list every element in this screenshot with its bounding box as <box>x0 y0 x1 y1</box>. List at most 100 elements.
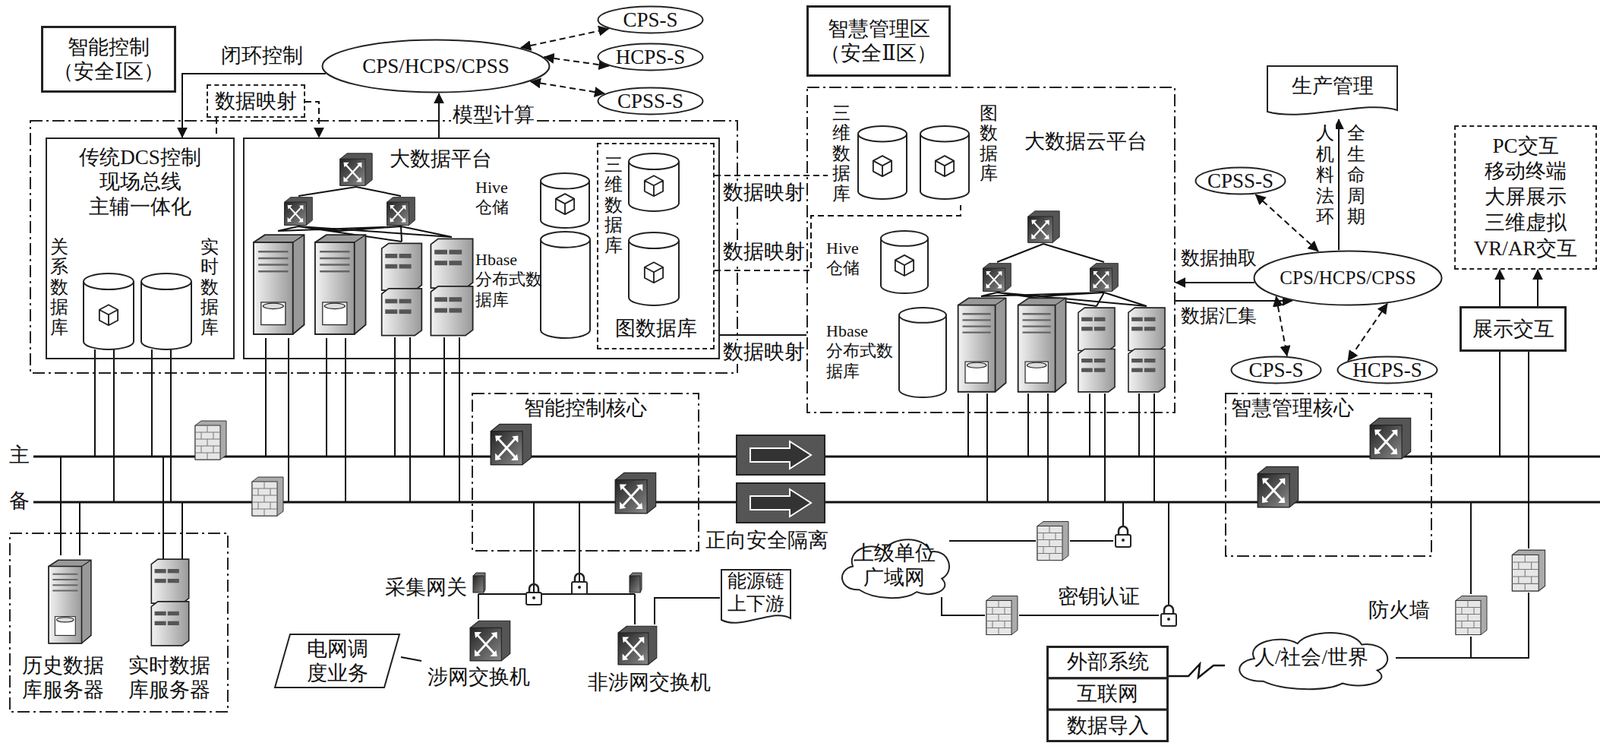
node-label: Hive 仓储 <box>826 238 877 279</box>
drawing-part <box>1028 211 1060 243</box>
node-label: 外部系统 <box>1047 649 1168 674</box>
cylinder-top <box>540 173 590 189</box>
connector <box>719 334 807 336</box>
drawing-part <box>571 573 587 594</box>
core-region: 智能控制核心 <box>471 392 700 552</box>
node-label: 电网调度业务 <box>302 636 372 686</box>
node-label: 能源链上下游 <box>724 569 789 616</box>
node-label: CPS/HCPS/CPSS <box>322 53 550 79</box>
node-label: 历史数据库服务器 <box>20 653 106 703</box>
database-cylinder: Hive 仓储 <box>826 227 933 304</box>
cube-icon <box>644 175 663 196</box>
connector <box>182 73 326 138</box>
edge-label: 数据映射 <box>721 340 807 364</box>
node-label: CPS-S <box>598 7 703 32</box>
cylinder-top <box>858 126 907 142</box>
drawing-part <box>387 197 416 226</box>
drawing-part <box>736 482 825 523</box>
edge-label: 人机料法环 <box>1314 123 1336 228</box>
connector <box>714 174 828 177</box>
drawing-part <box>941 501 1169 616</box>
cube-icon <box>99 304 118 326</box>
node-label: PC交互 移动终端 大屏展示 三维虚拟 VR/AR交互 <box>1461 133 1591 262</box>
connector <box>215 117 218 138</box>
node-label: 实时数据库 <box>200 236 219 338</box>
subsystem-ellipse: CPS-S <box>596 5 704 35</box>
drawing-part <box>490 423 531 464</box>
node-label: 展示交互 <box>1463 316 1563 341</box>
switch-node: 涉网交换机 <box>421 618 536 695</box>
cube-icon <box>644 261 663 283</box>
stack-cell <box>1047 709 1168 741</box>
ellipse-outline <box>1231 356 1322 384</box>
drawing-part <box>615 472 656 513</box>
node-label: 互联网 <box>1047 681 1168 706</box>
subsystem-ellipse: HCPS-S <box>1336 355 1439 385</box>
system-ellipse: CPS/HCPS/CPSS <box>321 38 551 94</box>
database-cylinder: Hbase 分布式数据库 <box>475 231 594 346</box>
drawing-part <box>750 441 812 469</box>
parallelogram-box: 电网调度业务 <box>273 632 401 689</box>
node-label: 数据导入 <box>1047 713 1168 738</box>
cloud-outline <box>842 539 950 598</box>
annotation-label: 密钥认证 <box>1056 584 1142 609</box>
edge-label: 闭环控制 <box>219 44 305 68</box>
subsystem-ellipse: HCPS-S <box>596 42 704 72</box>
drawing-part <box>94 349 171 502</box>
cloud-shape: 人/社会/世界 <box>1224 624 1399 690</box>
database-cylinder: 实时数据库 <box>141 227 229 354</box>
cylinder-body <box>141 281 192 350</box>
cylinder-body <box>83 281 134 350</box>
connector <box>1255 194 1319 252</box>
drawing-part <box>1161 605 1177 626</box>
connector <box>438 93 440 138</box>
edge-label: 数据映射 <box>721 180 807 205</box>
cylinder-top <box>880 230 928 247</box>
node-label: 上级单位 广域网 <box>848 540 941 591</box>
edge-label: 数据映射 <box>721 239 807 264</box>
drawing-part <box>1018 297 1067 392</box>
edge-label: 模型计算 <box>451 103 537 127</box>
parallelogram-outline <box>274 634 400 688</box>
server-node: 实时数据库服务器 <box>119 552 219 709</box>
document-shape: 生产管理 <box>1265 64 1399 120</box>
node-label: 非涉网交换机 <box>586 669 713 695</box>
drawing-part <box>1511 549 1545 591</box>
connector <box>520 28 610 48</box>
drawing-part <box>1037 521 1069 561</box>
drawing-part <box>958 297 1007 392</box>
cloud-shape: 上级单位 广域网 <box>831 531 957 599</box>
drawing-part <box>526 583 542 605</box>
connector <box>1175 281 1255 284</box>
drawing-part <box>473 572 486 593</box>
cylinder-body <box>858 133 907 199</box>
ellipse-outline <box>1196 167 1286 195</box>
annotation-label: 全生命周期 <box>1345 123 1367 228</box>
connector <box>530 81 606 94</box>
drawing-part <box>340 153 373 186</box>
connector <box>1175 299 1293 302</box>
node-label: HCPS-S <box>1338 357 1437 382</box>
drawing-part <box>629 572 642 593</box>
annotation-label: 防火墙 <box>1366 598 1432 622</box>
connector <box>654 597 720 625</box>
stack-cell <box>1047 646 1168 679</box>
interaction-list-box: PC交互 移动终端 大屏展示 三维虚拟 VR/AR交互 <box>1454 125 1597 270</box>
node-label: HCPS-S <box>598 44 703 70</box>
database-cylinder: 关系数据库 <box>48 227 140 354</box>
drawing-part <box>997 243 1105 262</box>
database-cylinder: 图数据库 <box>920 98 1008 206</box>
node-label: 关系数据库 <box>50 236 69 338</box>
drawing-part <box>430 238 473 335</box>
cube-icon <box>935 155 954 177</box>
ellipse-outline <box>1338 356 1438 384</box>
drawing-part <box>983 263 1012 292</box>
node-label: 三维数据库 <box>604 154 623 256</box>
connector <box>1338 119 1340 250</box>
graph-db-group: 三维数据库图数据库 <box>596 142 715 350</box>
edge-label: 数据抽取 <box>1179 247 1259 270</box>
zone-title-box: 智能控制 （安全Ⅰ区） <box>41 25 177 93</box>
annotation-label: 主 <box>7 443 32 468</box>
annotation-label: 采集网关 <box>383 575 469 600</box>
